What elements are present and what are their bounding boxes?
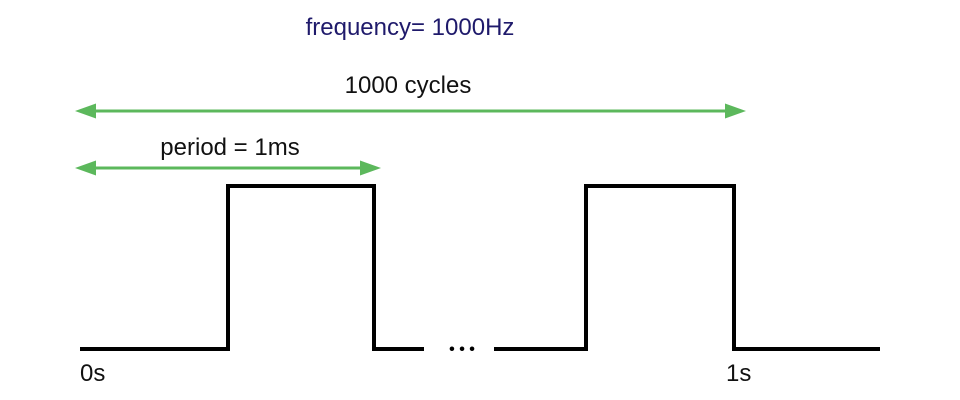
ellipsis: • • •	[449, 341, 475, 358]
square-wave-last-segment	[494, 184, 880, 351]
cycles-label: 1000 cycles	[345, 72, 472, 99]
square-wave-first-segment	[80, 184, 424, 351]
frequency-title: frequency= 1000Hz	[306, 14, 515, 41]
time-start-label: 0s	[80, 360, 105, 387]
time-end-label: 1s	[726, 360, 751, 387]
period-label: period = 1ms	[160, 134, 299, 161]
